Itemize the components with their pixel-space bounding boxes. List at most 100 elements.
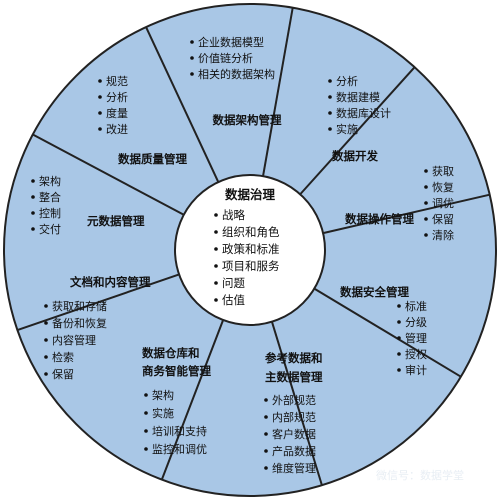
bullet-dot xyxy=(214,247,218,251)
bullet-dot xyxy=(214,230,218,234)
center-item: 政策和标准 xyxy=(222,242,280,256)
sector-documents-item: 检索 xyxy=(52,350,74,364)
sector-operations-item: 调优 xyxy=(432,197,454,210)
sector-metadata-item: 整合 xyxy=(39,190,61,204)
bullet-dot xyxy=(328,127,332,131)
sector-divider xyxy=(32,133,185,216)
sector-reference-item: 客户数据 xyxy=(272,427,316,441)
center-item: 项目和服务 xyxy=(222,259,280,273)
sector-documents-item: 保留 xyxy=(52,367,74,381)
sector-operations-item: 获取 xyxy=(432,165,454,178)
sector-warehouse-item: 监控和调优 xyxy=(152,442,207,456)
sector-development-item: 实施 xyxy=(336,122,358,136)
bullet-dot xyxy=(98,79,102,83)
bullet-dot xyxy=(214,298,218,302)
watermark: 微信号：数据学堂 xyxy=(376,468,464,482)
sector-divider xyxy=(299,66,416,195)
sector-reference-item: 维度管理 xyxy=(272,461,316,475)
sector-warehouse-item: 实施 xyxy=(152,406,174,420)
bullet-dot xyxy=(424,233,428,237)
sector-development-title: 数据开发 xyxy=(332,149,378,163)
sector-architecture-item: 价值链分析 xyxy=(198,51,253,65)
sector-operations-title: 数据操作管理 xyxy=(345,212,414,226)
sector-documents-item: 获取和存储 xyxy=(52,299,107,313)
sector-development-item: 分析 xyxy=(336,74,358,88)
sector-operations-item: 恢复 xyxy=(432,180,454,194)
bullet-dot xyxy=(397,304,401,308)
sector-reference-title: 参考数据和 xyxy=(264,351,323,365)
bullet-dot xyxy=(31,179,35,183)
sector-divider xyxy=(17,273,180,332)
sector-metadata-item: 交付 xyxy=(39,222,61,236)
bullet-dot xyxy=(214,264,218,268)
bullet-dot xyxy=(190,72,194,76)
sector-security-item: 分级 xyxy=(405,316,427,329)
center-item: 组织和角色 xyxy=(222,225,280,239)
sector-documents-item: 备份和恢复 xyxy=(52,316,107,330)
sector-security-item: 授权 xyxy=(405,347,427,361)
sector-warehouse-title: 数据仓库和 xyxy=(142,346,200,360)
bullet-dot xyxy=(397,368,401,372)
bullet-dot xyxy=(424,217,428,221)
sector-metadata-item: 控制 xyxy=(39,206,61,220)
bullet-dot xyxy=(397,352,401,356)
center-circle xyxy=(174,174,326,326)
bullet-dot xyxy=(31,211,35,215)
bullet-dot xyxy=(44,304,48,308)
bullet-dot xyxy=(98,127,102,131)
sector-divider xyxy=(313,287,462,378)
sector-development-item: 数据库设计 xyxy=(336,106,391,120)
sector-divider xyxy=(160,319,225,481)
sector-metadata-item: 架构 xyxy=(39,174,61,188)
bullet-dot xyxy=(214,281,218,285)
sector-reference-item: 外部规范 xyxy=(272,393,316,407)
bullet-dot xyxy=(190,40,194,44)
sector-quality-item: 度量 xyxy=(106,106,128,120)
sector-architecture-item: 企业数据模型 xyxy=(198,35,264,49)
sector-security-title: 数据安全管理 xyxy=(340,285,409,299)
bullet-dot xyxy=(264,415,268,419)
bullet-dot xyxy=(44,321,48,325)
bullet-dot xyxy=(328,79,332,83)
bullet-dot xyxy=(424,201,428,205)
bullet-dot xyxy=(44,338,48,342)
bullet-dot xyxy=(144,447,148,451)
bullet-dot xyxy=(144,429,148,433)
sector-development-item: 数据建模 xyxy=(336,90,380,104)
bullet-dot xyxy=(264,449,268,453)
bullet-dot xyxy=(264,432,268,436)
center-item: 问题 xyxy=(222,276,245,290)
bullet-dot xyxy=(98,111,102,115)
sector-documents-item: 内容管理 xyxy=(52,333,96,347)
sector-quality-item: 改进 xyxy=(106,122,128,136)
bullet-dot xyxy=(144,393,148,397)
bullet-dot xyxy=(31,227,35,231)
bullet-dot xyxy=(397,320,401,324)
bullet-dot xyxy=(328,95,332,99)
bullet-dot xyxy=(44,355,48,359)
sector-quality-item: 分析 xyxy=(106,90,128,104)
bullet-dot xyxy=(190,56,194,60)
sector-security-item: 审计 xyxy=(405,363,427,377)
sector-divider xyxy=(262,7,294,177)
bullet-dot xyxy=(264,398,268,402)
sector-quality-item: 规范 xyxy=(106,74,128,88)
sector-warehouse-item: 培训和支持 xyxy=(152,424,207,438)
sector-architecture-item: 相关的数据架构 xyxy=(198,67,275,81)
sector-operations-item: 保留 xyxy=(432,212,454,226)
sector-architecture-title: 数据架构管理 xyxy=(213,113,282,127)
sector-documents-title: 文档和内容管理 xyxy=(70,275,151,289)
sector-labels: 数据架构管理企业数据模型价值链分析相关的数据架构数据开发分析数据建模数据库设计实… xyxy=(31,35,454,475)
center-title: 数据治理 xyxy=(224,187,276,202)
center-item: 战略 xyxy=(222,208,245,222)
bullet-dot xyxy=(264,466,268,470)
